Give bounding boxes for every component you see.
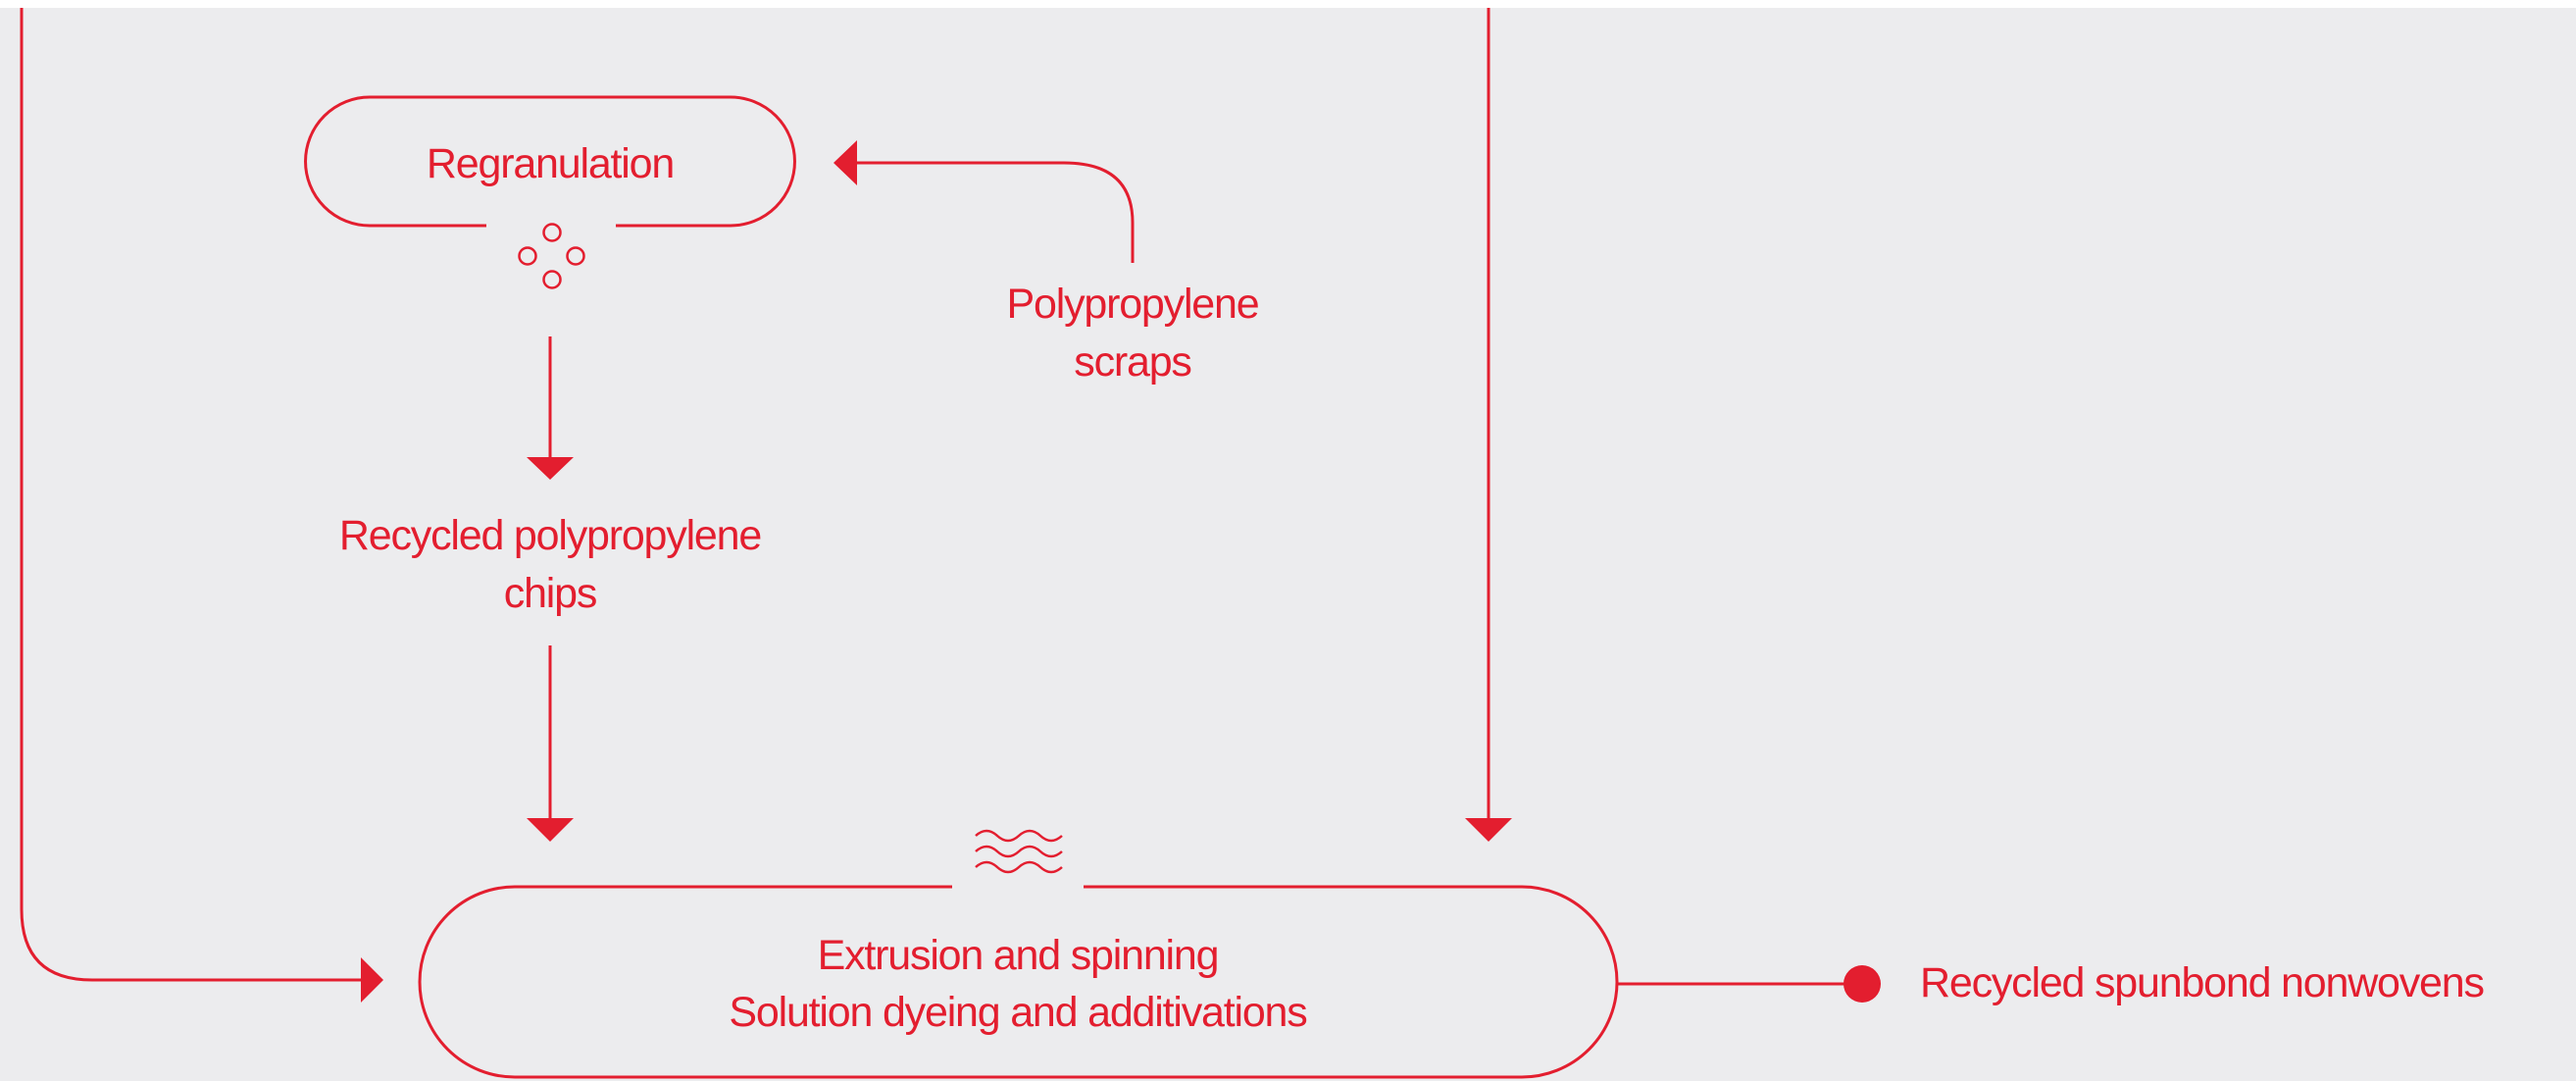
arrowhead-top-into-extrusion bbox=[1465, 818, 1512, 842]
heat-waves-icon bbox=[975, 829, 1063, 874]
granules-icon bbox=[518, 223, 585, 289]
chips-label-line1: Recycled polypropylene bbox=[339, 512, 761, 559]
chips-label-line2: chips bbox=[504, 570, 596, 617]
output-label: Recycled spunbond nonwovens bbox=[1920, 959, 2484, 1006]
extrusion-box bbox=[418, 885, 1619, 1079]
scraps-connector bbox=[855, 161, 1135, 263]
regranulation-box bbox=[304, 95, 796, 228]
regranulation-label: Regranulation bbox=[427, 140, 674, 187]
scraps-label-line2: scraps bbox=[1074, 338, 1190, 386]
extrusion-label-line1: Extrusion and spinning bbox=[818, 932, 1219, 979]
arrowhead-chips-into-extrusion bbox=[527, 818, 574, 842]
extrusion-label-line2: Solution dyeing and additivations bbox=[729, 989, 1306, 1036]
arrowhead-into-regranulation bbox=[833, 140, 857, 185]
scraps-label-line1: Polypropylene bbox=[1007, 281, 1259, 328]
arrowhead-into-chips bbox=[527, 457, 574, 480]
top-strip bbox=[0, 0, 2576, 8]
output-dot bbox=[1844, 965, 1881, 1003]
left-loop-connector bbox=[20, 8, 363, 982]
arrowhead-left-into-extrusion bbox=[361, 957, 383, 1003]
